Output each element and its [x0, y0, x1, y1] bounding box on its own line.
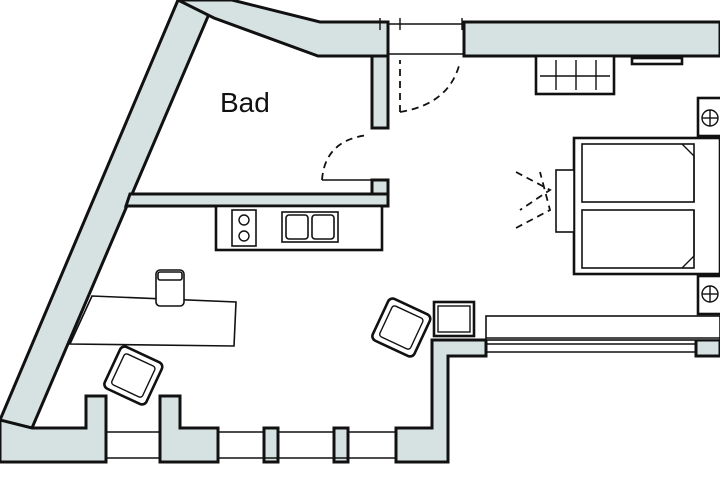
radiator — [630, 56, 684, 66]
nightstand-bottom-icon — [696, 274, 720, 316]
kitchen-counter — [214, 204, 384, 252]
outer-wall-top-right — [462, 20, 720, 58]
armchair-left-icon — [103, 345, 164, 406]
armchair-right-icon — [371, 297, 432, 358]
wall-stub-right — [694, 338, 720, 358]
sink-icon — [281, 211, 339, 243]
wall-pier-2 — [262, 426, 280, 464]
bed — [515, 136, 720, 276]
nightstand-top-icon — [696, 96, 720, 138]
bath-wall-right — [370, 54, 390, 130]
bathroom-door — [321, 134, 372, 181]
outer-wall-bottom-left — [0, 394, 108, 464]
entrance-door — [399, 60, 461, 113]
window-frames — [106, 18, 696, 459]
shelf-unit — [534, 54, 616, 96]
side-table — [432, 300, 476, 338]
wall-corner-bottom-right — [394, 338, 488, 464]
stove-icon — [231, 209, 257, 247]
wall-pier-1 — [158, 394, 220, 464]
outer-wall-left — [0, 0, 217, 430]
window-bench — [485, 315, 720, 341]
walls — [0, 0, 720, 464]
room-label-bad: Bad — [220, 87, 270, 118]
bath-wall-bottom — [123, 192, 390, 208]
desk — [68, 295, 237, 347]
desk-chair-icon — [155, 269, 185, 307]
outer-wall-top-left — [177, 0, 390, 58]
wall-pier-3 — [332, 426, 350, 464]
